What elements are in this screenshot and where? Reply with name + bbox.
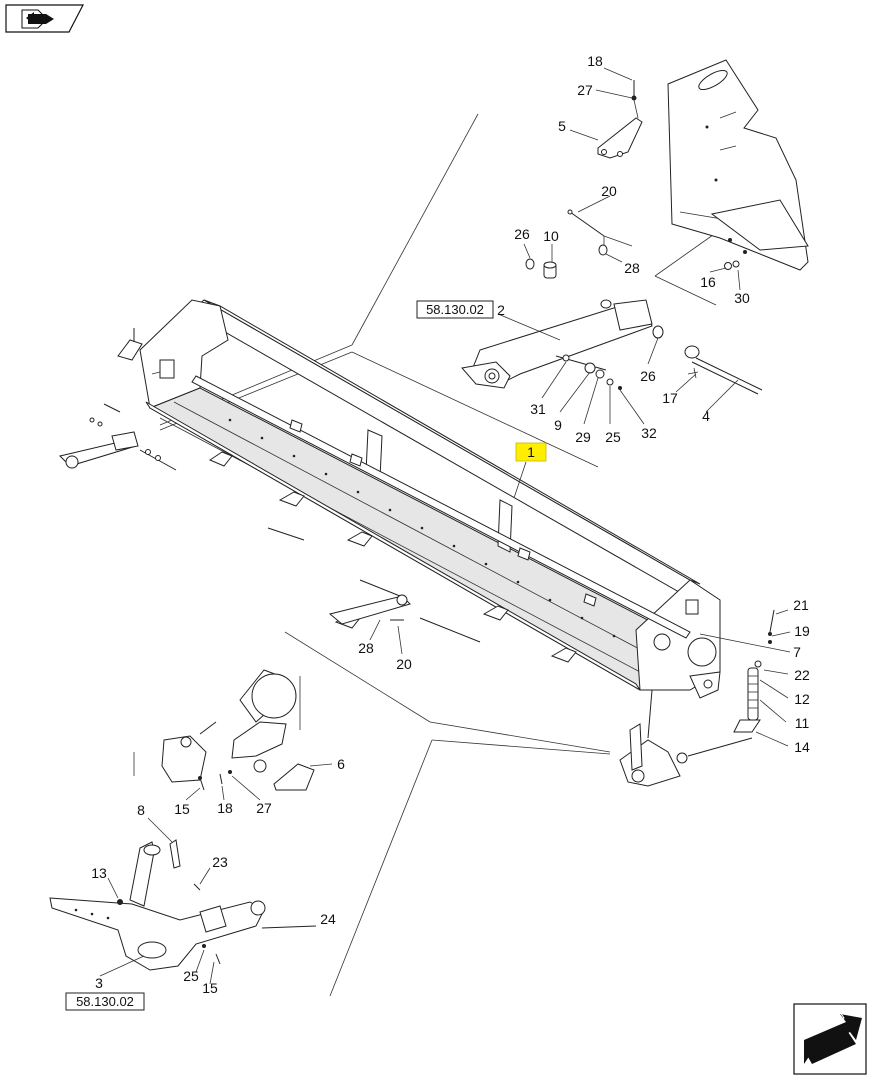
callout-21: 21 [793, 597, 809, 613]
next-nav-button[interactable] [793, 1003, 867, 1075]
callout-16: 16 [700, 274, 716, 290]
callout-29: 29 [575, 429, 591, 445]
callout-5: 5 [558, 118, 566, 134]
back-nav-button[interactable] [5, 4, 84, 33]
callout-30: 30 [734, 290, 750, 306]
callout-27: 27 [577, 82, 593, 98]
callout-22: 22 [794, 667, 810, 683]
callout-18: 18 [587, 53, 603, 69]
callout-20: 20 [601, 183, 617, 199]
callout-26: 26 [514, 226, 530, 242]
callout-31: 31 [530, 401, 546, 417]
main-frame-part-1 [139, 299, 721, 691]
callout-7: 7 [793, 644, 801, 660]
lower-side-plate [133, 669, 301, 783]
callout-28-b: 28 [358, 640, 374, 656]
callout-numbers: 18 27 5 20 26 10 28 16 30 2 26 31 9 29 2… [91, 53, 810, 996]
arm-part-2 [461, 299, 664, 390]
callout-28: 28 [624, 260, 640, 276]
callout-13: 13 [91, 865, 107, 881]
callout-25-b: 25 [183, 968, 199, 984]
callout-15-b: 15 [202, 980, 218, 996]
left-arm-assembly [59, 403, 177, 471]
reference-box-bottom[interactable]: 58.130.02 [65, 992, 145, 1011]
callout-24: 24 [320, 911, 336, 927]
callout-3: 3 [95, 975, 103, 991]
callout-27-b: 27 [256, 800, 272, 816]
fasteners-16-30 [724, 260, 740, 270]
callout-10: 10 [543, 228, 559, 244]
callout-2: 2 [497, 302, 505, 318]
callout-9: 9 [554, 417, 562, 433]
callout-12: 12 [794, 691, 810, 707]
callout-label: 1 [527, 444, 535, 460]
callout-15: 15 [174, 801, 190, 817]
reference-label: 58.130.02 [426, 302, 484, 317]
side-panel-sheet [667, 59, 809, 271]
callout-6: 6 [337, 756, 345, 772]
callout-14: 14 [794, 739, 810, 755]
callout-8: 8 [137, 802, 145, 818]
guide-lines [159, 113, 721, 997]
bolts-15-18-27 [198, 770, 232, 791]
arm-part-3 [49, 839, 317, 971]
bracket-part-5 [597, 80, 643, 159]
callout-25: 25 [605, 429, 621, 445]
bushing-part-10 [525, 258, 557, 279]
reference-box-top[interactable]: 58.130.02 [416, 300, 494, 319]
shield-part-6 [273, 763, 315, 791]
leader-lines [99, 67, 791, 985]
callout-11: 11 [795, 715, 810, 731]
callout-19: 19 [794, 623, 810, 639]
right-linkage [689, 609, 775, 733]
callout-32: 32 [641, 425, 657, 441]
callout-26-b: 26 [640, 368, 656, 384]
back-arrow-icon [21, 9, 54, 29]
callout-20-b: 20 [396, 656, 412, 672]
callout-23: 23 [212, 854, 228, 870]
callout-17: 17 [662, 390, 678, 406]
callout-1-highlight[interactable]: 1 [515, 442, 547, 462]
callout-18-b: 18 [217, 800, 233, 816]
pin-part-20 [567, 209, 633, 256]
front-shafts [267, 527, 481, 643]
reference-label: 58.130.02 [76, 994, 134, 1009]
rod-part-4 [684, 345, 763, 395]
next-arrow-icon [804, 1011, 862, 1064]
lower-pivot-bracket [619, 689, 753, 787]
floor-bolt-holes [228, 418, 616, 638]
small-bracket-left [117, 328, 143, 361]
callout-4: 4 [702, 408, 710, 424]
